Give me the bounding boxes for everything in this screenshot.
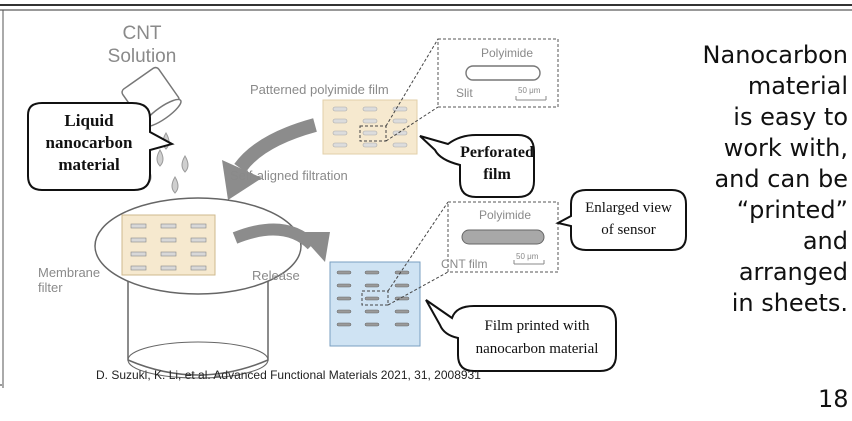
cnt-label-line1: CNT (122, 23, 162, 44)
slit-label: Slit (456, 86, 473, 100)
side-line: is easy to (733, 103, 848, 131)
liquid-line1: Liquid (64, 111, 114, 130)
zoom-box-top (359, 125, 387, 142)
side-line: material (747, 72, 848, 100)
side-line: Nanocarbon (702, 41, 848, 69)
polyimide-top-label: Polyimide (480, 46, 534, 60)
membrane-filter-label: Membrane filter (38, 265, 100, 295)
page-number: 18 (818, 385, 849, 413)
liquid-line2: nanocarbon (45, 133, 133, 152)
enlarged-line1: Enlarged view (585, 200, 672, 216)
bubble-perforated (419, 134, 535, 198)
scale-bottom-label: 50 μm (516, 252, 539, 261)
citation: D. Suzuki, K. Li, et al. Advanced Functi… (96, 368, 481, 382)
bubble-liquid (27, 102, 175, 191)
printed-line1: Film printed with (484, 318, 590, 334)
polyimide-bottom-label: Polyimide (478, 208, 532, 222)
side-line: arranged (738, 258, 848, 286)
side-line: and can be (714, 165, 848, 193)
zoom-box-bottom (361, 290, 389, 306)
membrane-line1: Membrane (38, 265, 101, 280)
arrow-to-filter (234, 118, 317, 173)
cnt-line-shape (461, 229, 545, 245)
printed-line2: nanocarbon material (475, 341, 599, 357)
scale-top-label: 50 μm (518, 86, 541, 95)
bubble-printed-text: Film printed with nanocarbon material (458, 315, 616, 361)
bubble-printed (425, 299, 617, 372)
bubble-enlarged-text: Enlarged view of sensor (571, 197, 686, 241)
side-line: in sheets. (731, 289, 848, 317)
membrane-filter (94, 197, 302, 379)
membrane-line2: filter (38, 280, 63, 295)
bubble-perforated-text: Perforated film (460, 142, 534, 186)
cnt-label-line2: Solution (107, 46, 177, 67)
side-line: work with, (723, 134, 848, 162)
printed-film (329, 261, 421, 347)
patterned-film-label: Patterned polyimide film (250, 82, 389, 97)
side-line: “printed” (736, 196, 848, 224)
bubble-enlarged (555, 189, 687, 251)
enlarged-line2: of sensor (601, 222, 656, 238)
perforated-line2: film (483, 166, 511, 183)
release-label: Release (252, 268, 300, 283)
self-aligned-label: Self-aligned filtration (230, 168, 348, 183)
side-description: Nanocarbon material is easy to work with… (648, 40, 848, 319)
perforated-line1: Perforated (460, 144, 534, 161)
bubble-liquid-text: Liquid nanocarbon material (28, 110, 150, 176)
cnt-film-label: CNT film (441, 257, 488, 271)
cnt-solution-label: CNT Solution (92, 22, 192, 68)
slit-shape (465, 65, 541, 81)
liquid-line3: material (58, 155, 120, 174)
side-line: and (802, 227, 848, 255)
